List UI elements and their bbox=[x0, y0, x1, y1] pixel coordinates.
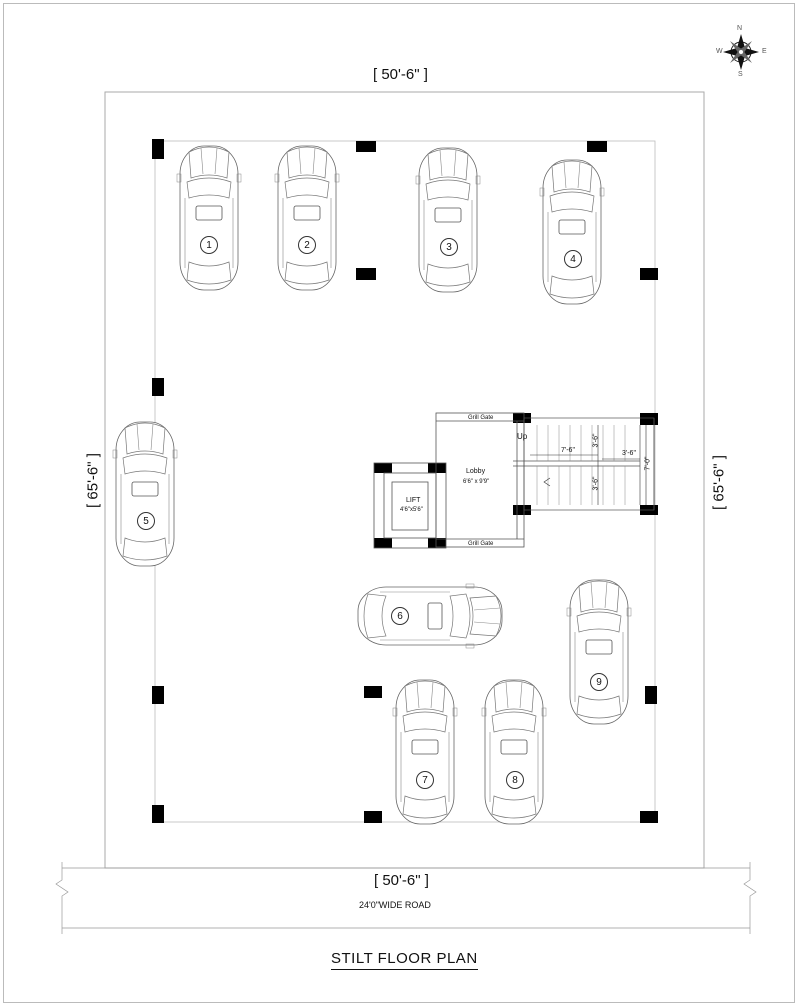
stair-landing-dimension: 3'-6" bbox=[622, 450, 636, 457]
stair-flight-top-dimension: 3'-6" bbox=[592, 433, 600, 448]
lift-size: 4'6"x5'6" bbox=[400, 507, 423, 513]
car-number-4: 4 bbox=[564, 250, 582, 268]
car-number-2: 2 bbox=[298, 236, 316, 254]
car-number-6: 6 bbox=[391, 607, 409, 625]
bottom-dimension: [ 50'-6" ] bbox=[374, 872, 429, 889]
compass-east-label: E bbox=[762, 48, 767, 55]
compass-west-label: W bbox=[716, 48, 723, 55]
stair-treads bbox=[536, 425, 626, 505]
grill-gate-top-label: Grill Gate bbox=[468, 415, 494, 421]
columns bbox=[152, 139, 658, 823]
top-dimension: [ 50'-6" ] bbox=[373, 66, 428, 83]
car-number-3: 3 bbox=[440, 238, 458, 256]
stair-run-dimension: 7'-6" bbox=[561, 447, 575, 454]
stair-flight-bottom-dimension: 3'-6" bbox=[592, 476, 600, 491]
lobby-label: Lobby bbox=[466, 468, 486, 475]
car-number-8: 8 bbox=[506, 771, 524, 789]
right-dimension: [ 65'-6" ] bbox=[710, 455, 728, 510]
lift-walls bbox=[373, 462, 447, 549]
compass-north-label: N bbox=[737, 25, 743, 32]
compass-south-label: S bbox=[738, 71, 743, 78]
staircase bbox=[513, 417, 655, 511]
plan-title: STILT FLOOR PLAN bbox=[331, 950, 478, 970]
stair-up-label: Up bbox=[517, 432, 528, 441]
cars bbox=[112, 145, 632, 825]
stair-total-dimension: 7'-0" bbox=[644, 456, 652, 471]
left-dimension: [ 65'-6" ] bbox=[84, 453, 102, 508]
north-compass bbox=[723, 34, 759, 70]
lobby-size: 6'6" x 9'9" bbox=[463, 479, 490, 485]
car-number-5: 5 bbox=[137, 512, 155, 530]
drawing-border bbox=[3, 3, 795, 1003]
car-number-9: 9 bbox=[590, 673, 608, 691]
car-number-1: 1 bbox=[200, 236, 218, 254]
road-label: 24'0"WIDE ROAD bbox=[359, 900, 431, 910]
lift-label: LIFT bbox=[406, 497, 421, 504]
stair-dim-lines bbox=[530, 425, 647, 505]
grill-gate-bottom-label: Grill Gate bbox=[468, 541, 494, 547]
car-number-7: 7 bbox=[416, 771, 434, 789]
